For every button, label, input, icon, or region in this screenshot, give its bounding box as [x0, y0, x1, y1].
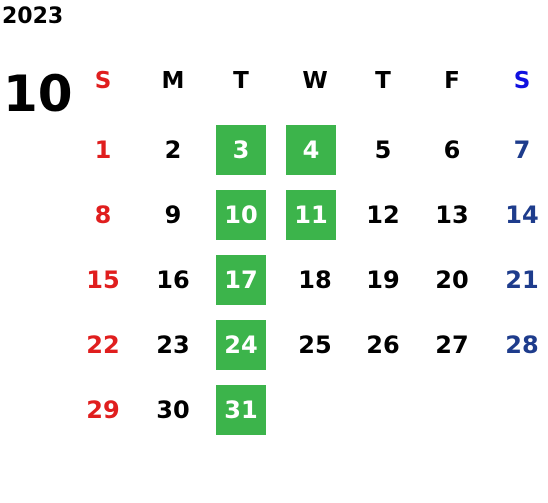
day-cell: 27: [435, 331, 469, 359]
day-cell: 19: [366, 266, 400, 294]
day-cell: 1: [94, 136, 112, 164]
weekday-thursday: T: [375, 68, 391, 94]
day-cell: 25: [298, 331, 332, 359]
day-cell-highlighted: 11: [286, 190, 336, 240]
day-cell: 26: [366, 331, 400, 359]
day-cell: 8: [94, 201, 112, 229]
day-cell: 7: [513, 136, 531, 164]
day-cell-highlighted: 31: [216, 385, 266, 435]
year-label: 2023: [2, 4, 64, 29]
day-cell-highlighted: 24: [216, 320, 266, 370]
day-cell: 14: [505, 201, 539, 229]
day-cell: 30: [156, 396, 190, 424]
weekday-saturday: S: [513, 68, 531, 94]
weekday-friday: F: [444, 68, 460, 94]
day-cell: 18: [298, 266, 332, 294]
day-cell: 20: [435, 266, 469, 294]
weekday-tuesday: T: [233, 68, 249, 94]
day-cell: 16: [156, 266, 190, 294]
day-cell: 12: [366, 201, 400, 229]
weekday-sunday: S: [94, 68, 112, 94]
day-cell-highlighted: 4: [286, 125, 336, 175]
day-cell: 22: [86, 331, 120, 359]
day-cell: 21: [505, 266, 539, 294]
month-number: 10: [3, 65, 73, 123]
day-cell: 15: [86, 266, 120, 294]
day-cell: 29: [86, 396, 120, 424]
day-cell-highlighted: 3: [216, 125, 266, 175]
weekday-wednesday: W: [302, 68, 328, 94]
day-cell: 9: [164, 201, 182, 229]
day-cell: 2: [164, 136, 182, 164]
day-cell-highlighted: 10: [216, 190, 266, 240]
day-cell: 6: [443, 136, 461, 164]
day-cell: 23: [156, 331, 190, 359]
day-cell: 28: [505, 331, 539, 359]
day-cell-highlighted: 17: [216, 255, 266, 305]
weekday-monday: M: [161, 68, 185, 94]
day-cell: 13: [435, 201, 469, 229]
day-cell: 5: [374, 136, 392, 164]
